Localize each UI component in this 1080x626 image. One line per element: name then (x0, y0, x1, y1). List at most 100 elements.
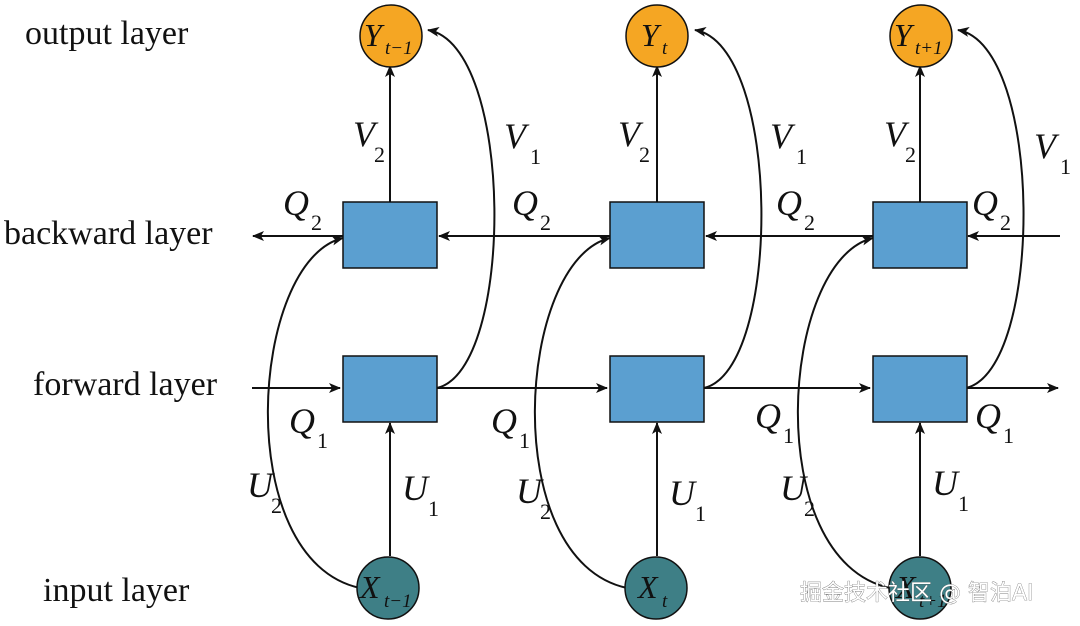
hidden-boxes (342, 201, 968, 423)
output-node-main: Y (894, 17, 915, 53)
backward-box-col3 (872, 201, 968, 269)
backward-box-col2 (609, 201, 705, 269)
output-circle (625, 4, 689, 68)
output-node-main: Y (364, 17, 385, 53)
weight-sub: 2 (804, 496, 815, 521)
output-circle (359, 4, 423, 68)
input-node-sub: t+1 (919, 591, 947, 612)
u2-label-col2: U2 (516, 471, 551, 524)
forward-box-col2 (609, 355, 705, 423)
v2-label-col1: V2 (353, 114, 385, 167)
u2-curve-col1 (266, 235, 361, 589)
weight-sub: 2 (271, 493, 282, 518)
weight-main: Q (755, 396, 781, 436)
u2-label-col3: U2 (780, 468, 815, 521)
u1-label-col2: U1 (669, 473, 706, 526)
input-node-main: X (894, 569, 917, 605)
weight-main: Q (491, 401, 517, 441)
weight-main: U (247, 465, 275, 505)
output-node-sub: t−1 (385, 38, 413, 59)
forward-box-col3 (872, 355, 968, 423)
input-node-sub: t−1 (384, 591, 412, 612)
output-node-sub: t (662, 38, 668, 59)
weight-main: Q (975, 396, 1001, 436)
backward-layer-label: backward layer (4, 215, 213, 252)
forward-layer-label: forward layer (33, 366, 218, 403)
weight-sub: 1 (1060, 154, 1071, 179)
weight-sub: 1 (958, 491, 969, 516)
weight-sub: 1 (783, 423, 794, 448)
output-node-main: Y (641, 17, 662, 53)
weight-main: V (618, 114, 644, 154)
input-node-main: X (358, 569, 381, 605)
weight-main: U (780, 468, 808, 508)
weight-sub: 2 (905, 142, 916, 167)
weight-sub: 2 (1000, 210, 1011, 235)
input-circle (624, 556, 688, 620)
v1-label-col1: V1 (504, 116, 541, 169)
weight-sub: 2 (639, 142, 650, 167)
weight-sub: 2 (311, 210, 322, 235)
v1-curve-col1 (427, 26, 496, 389)
weight-main: Q (289, 401, 315, 441)
u1-label-col1: U1 (402, 468, 439, 521)
weight-main: V (504, 116, 530, 156)
weight-sub: 2 (374, 142, 385, 167)
weight-main: V (884, 114, 910, 154)
output-circle (889, 4, 953, 68)
input-node-col2: X t (624, 556, 688, 620)
input-node-main: X (636, 569, 659, 605)
weight-main: Q (776, 183, 802, 223)
weight-sub: 1 (317, 428, 328, 453)
weight-sub: 1 (796, 144, 807, 169)
weight-sub: 1 (1003, 423, 1014, 448)
u2-label-col1: U2 (247, 465, 282, 518)
weight-sub: 1 (519, 428, 530, 453)
weight-main: V (770, 116, 796, 156)
weight-sub: 1 (530, 144, 541, 169)
weight-main: V (1034, 126, 1060, 166)
v1-curve-col2 (694, 26, 763, 389)
weight-main: U (932, 463, 960, 503)
weight-main: Q (512, 183, 538, 223)
weight-main: U (669, 473, 697, 513)
backward-box-col1 (342, 201, 438, 269)
weight-main: U (516, 471, 544, 511)
output-layer-label: output layer (25, 15, 189, 52)
output-node-col1: Y t−1 (359, 4, 423, 68)
weight-main: Q (972, 183, 998, 223)
input-circle (356, 556, 420, 620)
weight-sub: 2 (804, 210, 815, 235)
u1-label-col3: U1 (932, 463, 969, 516)
weight-main: V (353, 114, 379, 154)
forward-box-col1 (342, 355, 438, 423)
weight-sub: 2 (540, 499, 551, 524)
u2-curve-col3 (796, 235, 891, 589)
output-node-col3: Y t+1 (889, 4, 953, 68)
weight-sub: 2 (540, 210, 551, 235)
input-circle (888, 556, 952, 620)
input-node-col1: X t−1 (356, 556, 420, 620)
v1-label-col3: V1 (1034, 126, 1071, 179)
input-layer-label: input layer (43, 572, 190, 609)
v2-label-col2: V2 (618, 114, 650, 167)
weight-sub: 1 (695, 501, 706, 526)
input-node-col3: X t+1 (888, 556, 952, 620)
v2-label-col3: V2 (884, 114, 916, 167)
weight-sub: 1 (428, 496, 439, 521)
output-node-col2: Y t (625, 4, 689, 68)
watermark-text: 掘金技术社区 @ 智泊AI (800, 581, 1034, 606)
v1-curve-col3 (957, 27, 1025, 389)
v1-label-col2: V1 (770, 116, 807, 169)
u2-curve-col2 (533, 235, 628, 589)
weight-main: Q (283, 183, 309, 223)
weight-main: U (402, 468, 430, 508)
